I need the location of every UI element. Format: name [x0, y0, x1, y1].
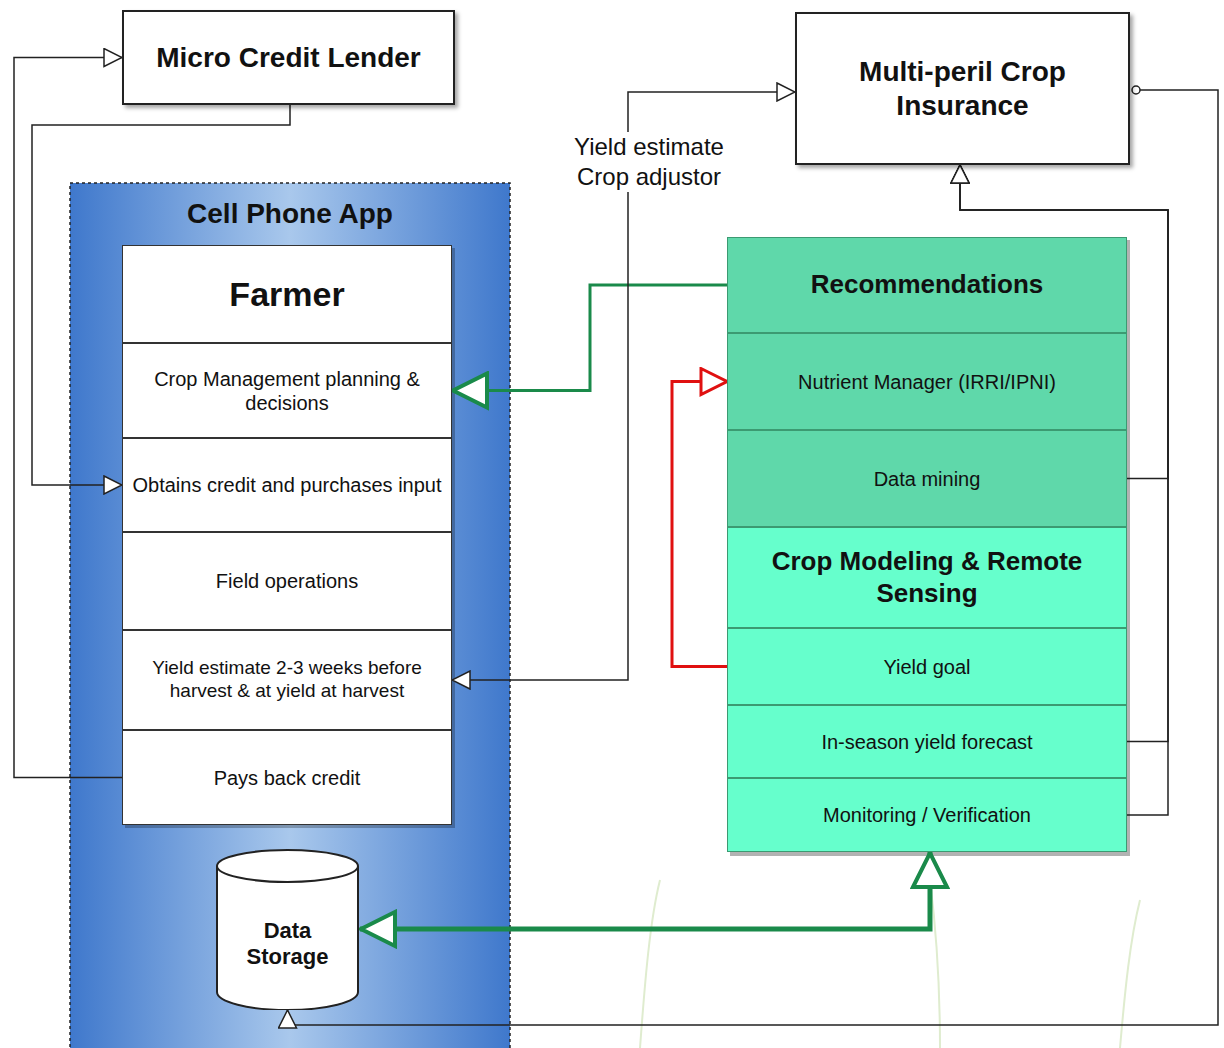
module-box: In-season yield forecast [727, 705, 1127, 778]
node-text: In-season yield forecast [821, 730, 1032, 754]
node-text: Data mining [874, 467, 981, 491]
node-text: Pays back credit [214, 766, 361, 790]
node-text: Monitoring / Verification [823, 803, 1031, 827]
process-box: Obtains credit and purchases input [122, 438, 452, 532]
farmer-header: Farmer [122, 245, 452, 343]
connector [14, 58, 122, 778]
module-box: Data mining [727, 430, 1127, 527]
node-text: Cell Phone App [187, 197, 393, 231]
lender-box: Micro Credit Lender [122, 10, 455, 105]
process-box: Field operations [122, 532, 452, 630]
app-band [70, 183, 510, 1048]
node-text: Field operations [216, 569, 358, 593]
connector [360, 852, 930, 929]
node-text: Multi-peril Crop Insurance [797, 55, 1128, 122]
cylinder-top [217, 850, 358, 882]
node-text: Recommendations [811, 269, 1044, 300]
module-box: Yield goal [727, 628, 1127, 705]
insurance-box: Multi-peril Crop Insurance [795, 12, 1130, 165]
connector [452, 285, 727, 391]
node-text: Obtains credit and purchases input [132, 473, 441, 497]
node-text: Data Storage [243, 918, 333, 971]
app-band: Cell Phone AppFarmerCrop Management plan… [70, 183, 510, 1048]
section-header: Crop Modeling & Remote Sensing [727, 527, 1127, 628]
module-box: Monitoring / Verification [727, 778, 1127, 852]
node-text: Crop Management planning & decisions [131, 367, 443, 415]
cylinder-body [217, 866, 358, 1010]
storage-cylinder: Data Storage [215, 848, 360, 1010]
wheat-watermark [640, 880, 1140, 1048]
connector [672, 382, 727, 667]
node-text: Micro Credit Lender [156, 41, 420, 75]
node-text: Nutrient Manager (IRRI/IPNI) [798, 370, 1056, 394]
process-box: Crop Management planning & decisions [122, 343, 452, 438]
node-text: Farmer [229, 274, 344, 315]
process-box: Pays back credit [122, 730, 452, 825]
edge-label: Yield estimate Crop adjustor [546, 132, 752, 192]
section-header: Recommendations [727, 237, 1127, 333]
node-text: Crop Modeling & Remote Sensing [736, 546, 1118, 608]
process-box: Yield estimate 2-3 weeks before harvest … [122, 630, 452, 730]
node-text: Yield goal [883, 655, 970, 679]
module-box: Nutrient Manager (IRRI/IPNI) [727, 333, 1127, 430]
node-text: Yield estimate 2-3 weeks before harvest … [131, 657, 443, 703]
